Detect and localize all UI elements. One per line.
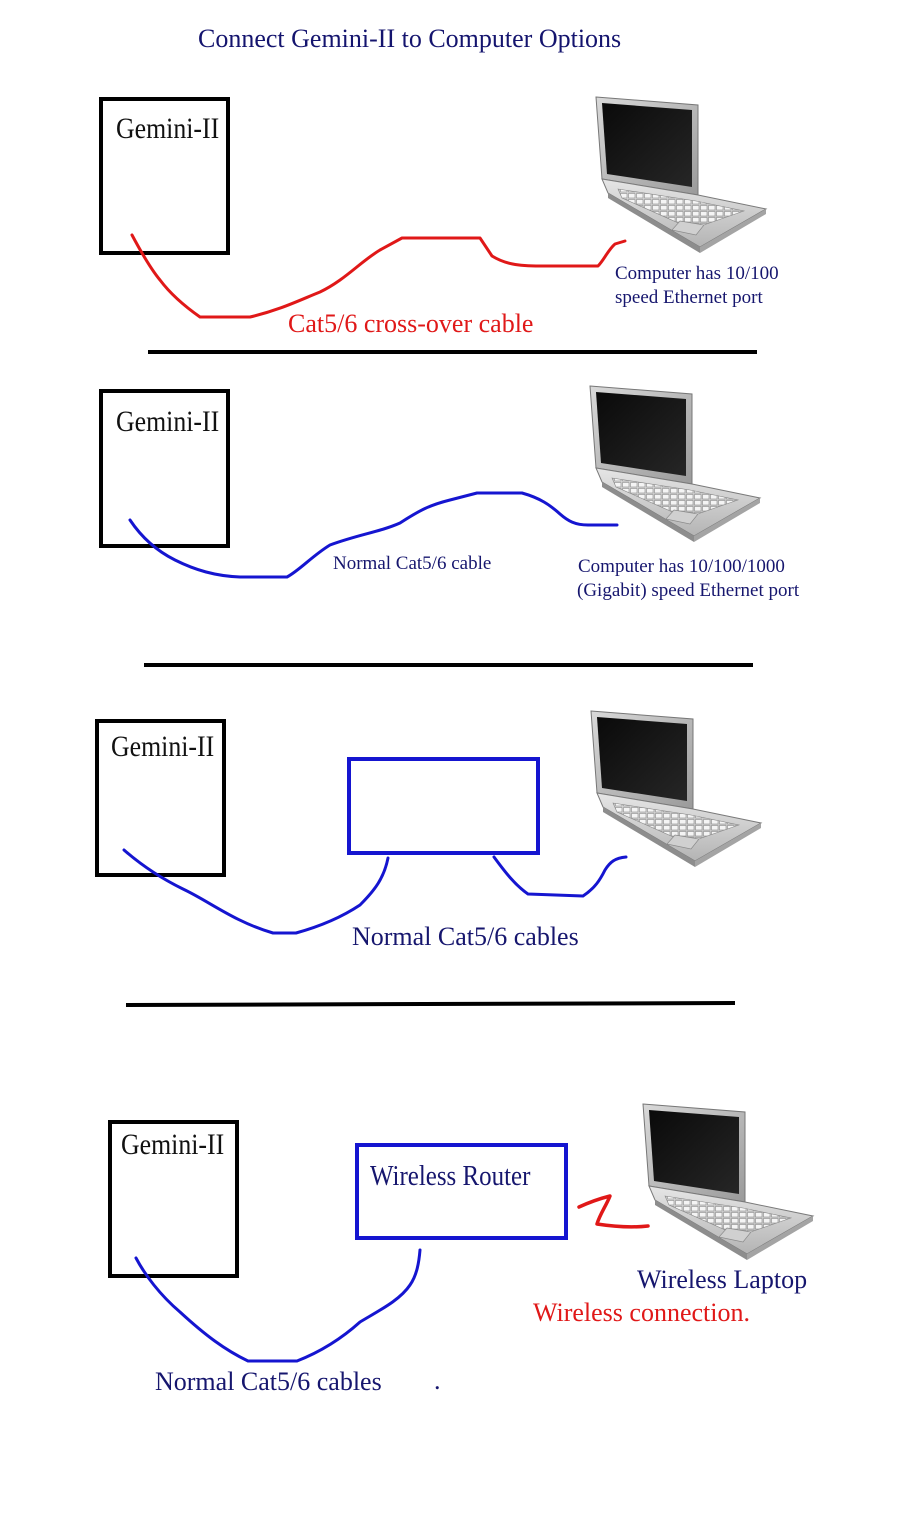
crossover-cable xyxy=(130,233,627,319)
gemini-label: Gemini-II xyxy=(111,730,215,763)
cable-label: Normal Cat5/6 cables xyxy=(352,922,579,951)
gemini-label: Gemini-II xyxy=(121,1128,225,1161)
computer-note-line1: Computer has 10/100/1000 xyxy=(578,556,785,577)
stray-mark: . xyxy=(434,1366,441,1395)
gemini-box-2 xyxy=(99,389,230,548)
gemini-label: Gemini-II xyxy=(116,405,220,438)
page-title: Connect Gemini-II to Computer Options xyxy=(198,24,622,53)
laptop-label: Wireless Laptop xyxy=(637,1265,808,1294)
computer-note-line1: Computer has 10/100 xyxy=(615,263,779,284)
laptop-icon xyxy=(642,1103,814,1261)
gemini-box-1 xyxy=(99,97,230,255)
ethernet-cable xyxy=(122,848,390,935)
computer-note-line2: speed Ethernet port xyxy=(615,287,763,308)
laptop-icon xyxy=(589,385,761,543)
ethernet-cable xyxy=(492,855,628,898)
section-divider xyxy=(125,1001,736,1007)
laptop-icon xyxy=(590,710,762,868)
laptop-icon xyxy=(595,96,767,254)
cable-label: Normal Cat5/6 cable xyxy=(333,553,492,574)
computer-note-line2: (Gigabit) speed Ethernet port xyxy=(577,580,800,601)
gemini-box-4 xyxy=(108,1120,239,1278)
wireless-label: Wireless connection. xyxy=(533,1298,750,1327)
router-label: Wireless Router xyxy=(370,1160,531,1192)
ethernet-cable xyxy=(134,1248,422,1363)
wireless-signal xyxy=(577,1194,650,1229)
cable-label: Normal Cat5/6 cables xyxy=(155,1367,382,1396)
gemini-label: Gemini-II xyxy=(116,112,220,145)
switch-box xyxy=(347,757,540,855)
ethernet-cable xyxy=(128,491,619,579)
wireless-router-box xyxy=(355,1143,568,1240)
cable-label: Cat5/6 cross-over cable xyxy=(288,309,534,338)
